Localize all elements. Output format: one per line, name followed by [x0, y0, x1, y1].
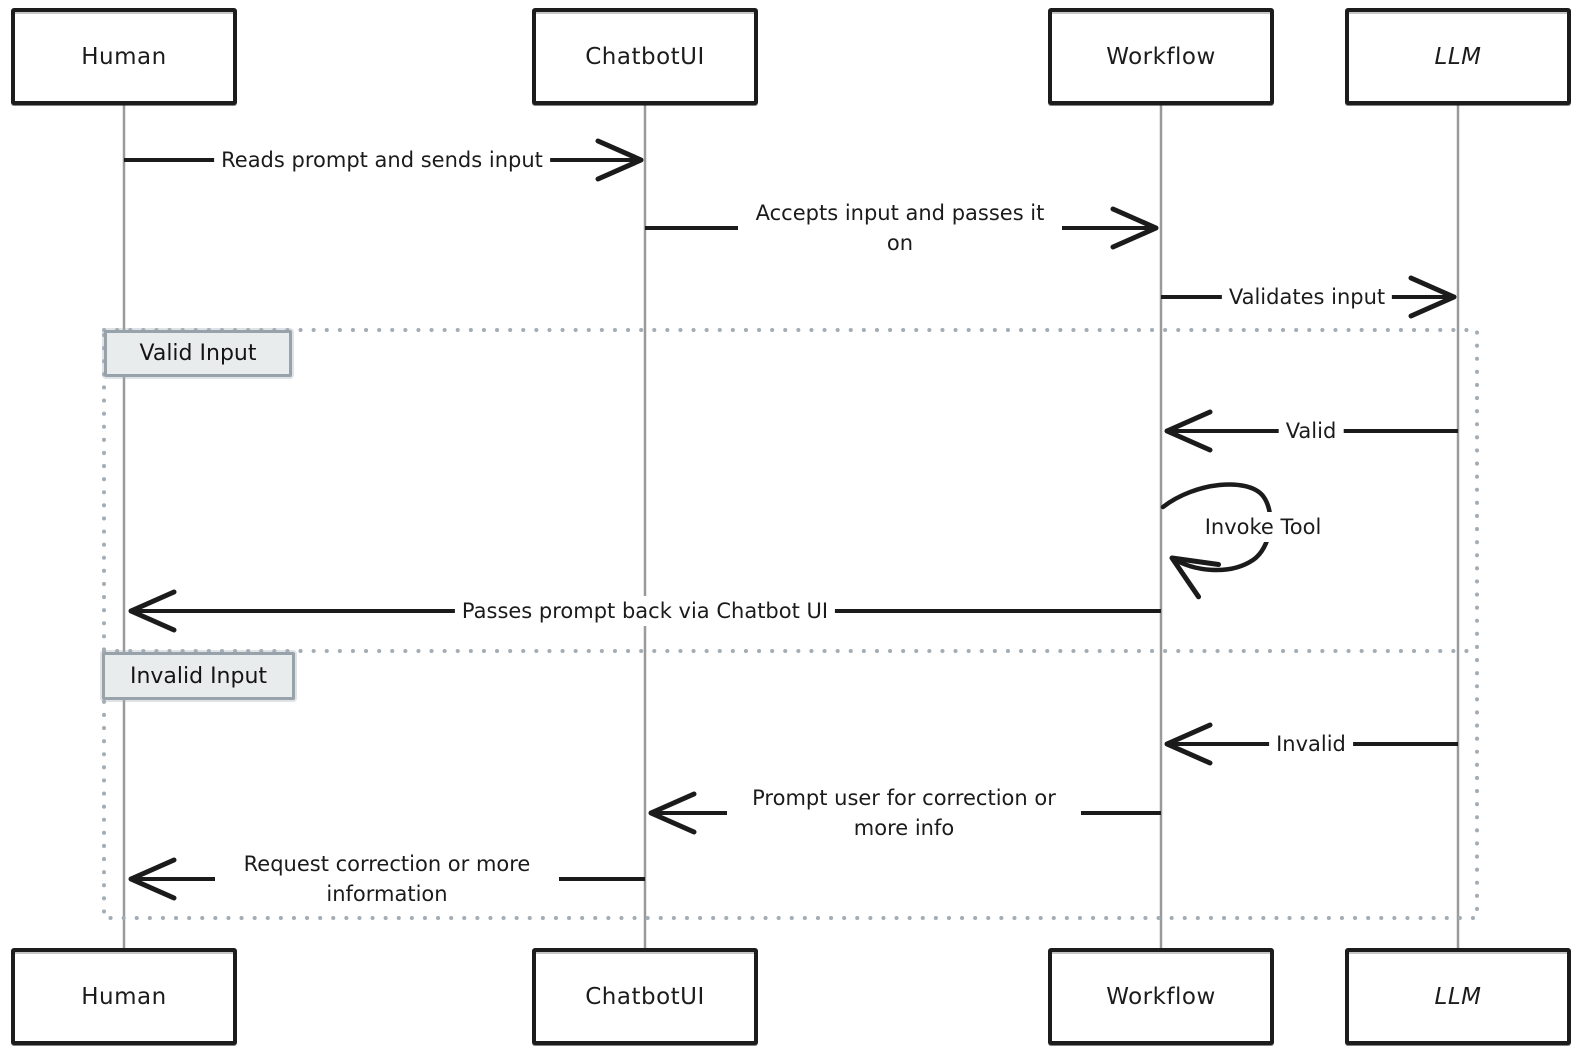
participant-label: LLM: [1434, 43, 1482, 70]
participant-label: LLM: [1434, 983, 1482, 1010]
participant-label: Workflow: [1106, 983, 1216, 1010]
message-label-valid: Valid: [1278, 416, 1344, 446]
message-label-validates-input: Validates input: [1221, 282, 1393, 312]
participant-box-workflow-bottom: Workflow: [1048, 948, 1274, 1045]
frame-label-valid-input: Valid Input: [104, 330, 292, 377]
frame-label-text: Valid Input: [139, 341, 257, 366]
message-label-accepts-input: Accepts input and passes it on: [738, 198, 1062, 258]
frame-label-text: Invalid Input: [129, 663, 268, 689]
message-label-reads-prompt: Reads prompt and sends input: [214, 145, 550, 175]
alt-frame-border: [102, 328, 1479, 920]
participant-label: ChatbotUI: [585, 983, 705, 1010]
participant-box-llm-bottom: LLM: [1345, 948, 1571, 1045]
participant-box-chatbotui-top: ChatbotUI: [532, 8, 758, 105]
participant-box-workflow-top: Workflow: [1048, 8, 1274, 105]
participant-box-chatbotui-bottom: ChatbotUI: [532, 948, 758, 1045]
frame-label-invalid-input: Invalid Input: [102, 652, 295, 700]
participant-box-human-bottom: Human: [11, 948, 237, 1045]
message-label-passes-prompt-back: Passes prompt back via Chatbot UI: [454, 596, 836, 626]
message-label-invalid: Invalid: [1269, 729, 1353, 759]
message-label-invoke-tool: Invoke Tool: [1197, 512, 1329, 542]
participant-box-human-top: Human: [11, 8, 237, 105]
message-label-prompt-user: Prompt user for correction or more info: [727, 783, 1081, 843]
participant-label: ChatbotUI: [585, 43, 705, 70]
participant-label: Human: [81, 43, 167, 70]
participant-box-llm-top: LLM: [1345, 8, 1571, 105]
participant-label: Human: [81, 983, 167, 1010]
participant-label: Workflow: [1106, 43, 1216, 70]
message-label-request-correction: Request correction or more information: [215, 849, 559, 909]
